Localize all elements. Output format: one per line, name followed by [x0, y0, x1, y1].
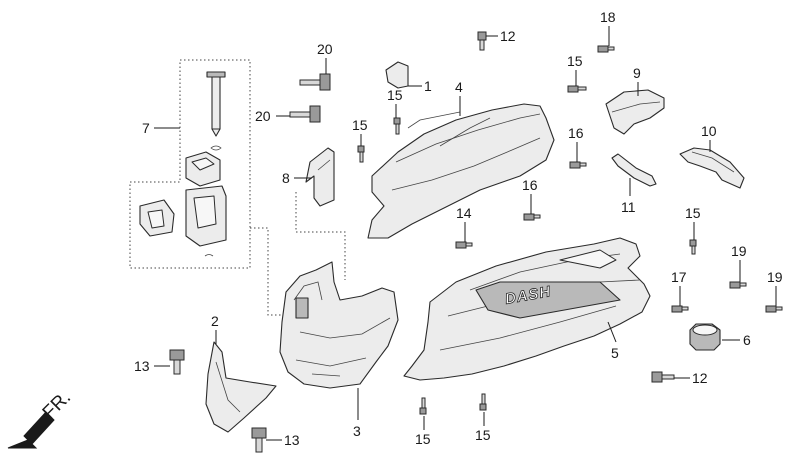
screw-15d	[689, 239, 697, 255]
callout-13b: 13	[284, 432, 300, 448]
bolt-13b	[251, 427, 267, 453]
callout-20a: 20	[317, 41, 333, 57]
callout-12b: 12	[692, 370, 708, 386]
screw-19b	[765, 305, 783, 313]
callout-15a: 15	[567, 53, 583, 69]
screw-15f	[479, 393, 487, 411]
callout-19b: 19	[767, 269, 783, 285]
callout-1: 1	[424, 78, 432, 94]
callout-2: 2	[211, 313, 219, 329]
bolt-12b	[651, 371, 675, 383]
screw-set	[169, 31, 783, 453]
callout-18: 18	[600, 9, 616, 25]
screw-15c	[567, 85, 587, 93]
screw-15b	[357, 145, 365, 163]
screw-16b	[523, 213, 541, 221]
screw-17	[671, 305, 689, 313]
part-6-grommet	[689, 323, 721, 351]
callout-20b: 20	[255, 108, 271, 124]
callout-3: 3	[353, 423, 361, 439]
bolt-20a	[299, 73, 331, 91]
callout-4: 4	[455, 79, 463, 95]
callout-15c: 15	[352, 117, 368, 133]
screw-15e	[419, 397, 427, 415]
callout-labels: 1 2 3 4 5 6 7 8 9 10 11 12 12 13 13 14 1…	[134, 9, 783, 448]
front-direction-indicator: FR.	[7, 387, 75, 449]
part-1-clip	[385, 61, 409, 89]
callout-15b: 15	[387, 87, 403, 103]
callout-16a: 16	[568, 125, 584, 141]
callout-6: 6	[743, 332, 751, 348]
part-2-front-piece	[205, 341, 277, 433]
callout-15f: 15	[475, 427, 491, 443]
callout-11: 11	[621, 199, 636, 215]
part-4-side-panel	[367, 103, 555, 239]
part-8-bracket	[305, 147, 335, 207]
part-5-side-cover	[403, 237, 651, 381]
group-frame-8	[250, 192, 346, 316]
part-9-small-cover	[605, 89, 665, 135]
screw-16a	[569, 161, 587, 169]
screw-19a	[729, 281, 747, 289]
front-arrow-icon	[7, 411, 55, 449]
screw-18	[597, 45, 615, 53]
callout-14: 14	[456, 205, 472, 221]
bolt-20b	[289, 105, 321, 123]
callout-5: 5	[611, 345, 619, 361]
callout-9: 9	[633, 65, 641, 81]
callout-15d: 15	[685, 205, 701, 221]
leader-lines	[154, 26, 777, 441]
callout-17: 17	[671, 269, 687, 285]
callout-15e: 15	[415, 431, 431, 447]
callout-16b: 16	[522, 177, 538, 193]
callout-12a: 12	[500, 28, 516, 44]
part-3-front-cover	[279, 261, 399, 389]
part-7-fastener-set	[139, 71, 227, 257]
part-10-bracket	[679, 147, 745, 189]
bolt-12a	[477, 31, 487, 51]
callout-13a: 13	[134, 358, 150, 374]
callout-10: 10	[701, 123, 717, 139]
callout-8: 8	[282, 170, 290, 186]
part-11-stay	[611, 153, 657, 187]
screw-15a	[393, 117, 401, 135]
screw-14	[455, 241, 473, 249]
callout-7: 7	[142, 120, 150, 136]
bolt-13a	[169, 349, 185, 375]
callout-19a: 19	[731, 243, 747, 259]
